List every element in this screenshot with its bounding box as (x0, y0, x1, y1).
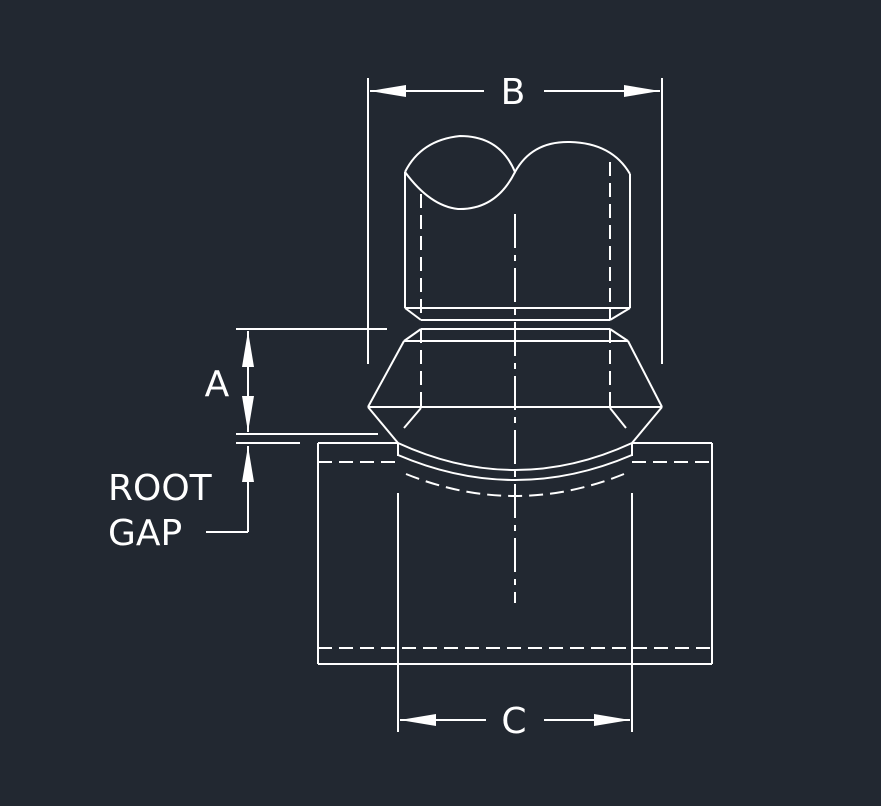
root-gap-callout: ROOT GAP (108, 433, 300, 554)
fitting-slope-right (627, 340, 663, 408)
root-gap-arrow (242, 446, 254, 482)
root-gap-label-line2: GAP (108, 513, 182, 554)
dim-b-label: B (501, 72, 526, 113)
fitting-top-face-left (403, 328, 422, 342)
dim-c-label: C (501, 701, 526, 742)
dimension-b: B (367, 72, 663, 364)
dim-c-arrow-left (400, 714, 436, 726)
fitting-inner-chamfer-right (609, 407, 627, 429)
branch-chamfer-left (404, 307, 422, 321)
root-gap-label-line1: ROOT (108, 468, 213, 509)
dim-a-arrow-top (242, 331, 254, 367)
dim-a-arrow-bottom (242, 396, 254, 432)
dimension-a: A (205, 328, 387, 435)
dim-a-label: A (205, 364, 230, 405)
fitting-lower-right (631, 406, 663, 444)
branch-fitting (367, 328, 663, 481)
fitting-top-face-right (609, 328, 629, 342)
dim-c-arrow-right (594, 714, 630, 726)
branch-pipe (404, 134, 631, 321)
dim-b-arrow-right (624, 85, 660, 97)
dimension-c: C (397, 493, 633, 742)
dim-b-arrow-left (370, 85, 406, 97)
fitting-slope-left (367, 340, 405, 408)
fitting-lower-left (367, 406, 399, 444)
fitting-saddle-lower (397, 454, 633, 481)
branch-break-inner (404, 171, 516, 211)
fitting-saddle-upper (397, 442, 633, 471)
branch-break-outline (404, 134, 631, 175)
branch-chamfer-right (609, 307, 631, 321)
fitting-inner-chamfer-left (403, 407, 422, 429)
